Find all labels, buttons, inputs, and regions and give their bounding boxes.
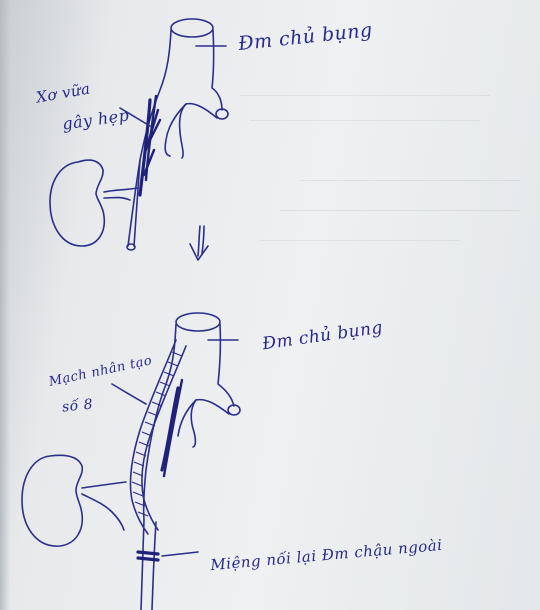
bottom-renal-artery	[82, 482, 126, 488]
bottom-right-iliac	[191, 400, 229, 447]
arrow-shaft	[202, 226, 204, 254]
right-iliac-branch	[180, 104, 217, 158]
bottom-aorta-right-wall	[218, 324, 234, 406]
arrow-shaft	[198, 226, 200, 256]
external-iliac-left-wall	[141, 520, 144, 610]
top-aorta-drawing	[50, 19, 228, 250]
bottom-kidney	[22, 455, 82, 546]
left-iliac-end	[127, 244, 135, 250]
graft-inner-wall	[142, 346, 186, 530]
top-kidney	[50, 160, 104, 246]
native-vessel-plaque	[162, 388, 178, 470]
top-aorta-lumen	[171, 19, 213, 37]
bottom-ureter	[82, 494, 124, 530]
left-iliac-wall	[134, 160, 140, 246]
top-renal-artery	[104, 188, 138, 192]
bottom-aorta-lumen	[176, 313, 220, 331]
graft-leader	[112, 384, 146, 404]
external-iliac-right-wall	[152, 522, 156, 610]
graft-label-line2: số 8	[61, 396, 94, 415]
top-aorta-right-wall	[212, 30, 222, 110]
top-renal-vein	[104, 198, 130, 201]
anastomosis-leader	[162, 552, 198, 556]
anastomosis-band	[138, 552, 158, 560]
down-arrow	[190, 226, 208, 260]
